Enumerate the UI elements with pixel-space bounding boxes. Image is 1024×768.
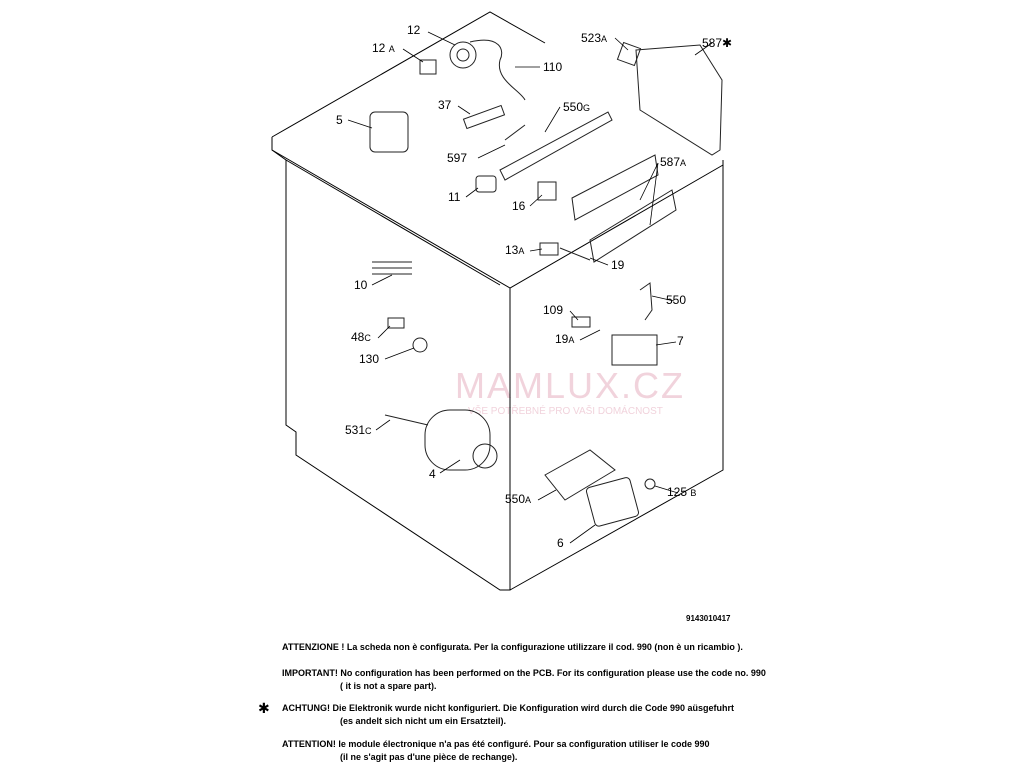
part-suffix: A <box>601 34 608 44</box>
part-label-110: 110 <box>543 60 563 74</box>
part-label-13a: 13A <box>505 243 524 257</box>
part-label-550: 550 <box>666 293 687 307</box>
part-label-12a: 12 A <box>372 41 395 55</box>
part-suffix: C <box>364 333 371 343</box>
part-label-11: 11 <box>448 190 461 204</box>
parts <box>369 39 723 527</box>
part-label-37: 37 <box>438 98 452 112</box>
part-label-597: 597 <box>447 151 468 165</box>
leader-lines <box>347 31 713 544</box>
note-italian: ATTENZIONE ! La scheda non è configurata… <box>282 642 743 652</box>
part-number: 531 <box>345 423 366 437</box>
part-label-12: 12 <box>407 23 421 37</box>
note-text: IMPORTANT! No configuration has been per… <box>282 668 766 678</box>
part-label-7: 7 <box>677 334 684 348</box>
part-label-531c: 531C <box>345 423 372 437</box>
part-label-19a: 19A <box>555 332 574 346</box>
watermark-subtitle: VŠE POTŘEBNÉ PRO VAŠI DOMÁCNOST <box>468 406 663 417</box>
part-label-19: 19 <box>611 258 625 272</box>
part-suffix: A <box>388 44 395 54</box>
note-german: ACHTUNG! Die Elektronik wurde nicht konf… <box>282 703 734 726</box>
part-number: 550 <box>505 492 526 506</box>
note-text-2: (es andelt sich nicht um ein Ersatzteil)… <box>340 716 507 726</box>
part-suffix: A <box>680 158 687 168</box>
part-suffix: G <box>583 103 591 113</box>
note-text: ATTENTION! le module électronique n'a pa… <box>282 739 710 749</box>
part-label-523a: 523A <box>581 31 607 45</box>
part-label-550g: 550G <box>563 100 590 114</box>
note-text-2: ( it is not a spare part). <box>340 681 437 691</box>
part-number: 523 <box>581 31 602 45</box>
part-suffix: B <box>690 488 697 498</box>
part-label-125b: 125 B <box>667 485 696 499</box>
note-french: ATTENTION! le module électronique n'a pa… <box>282 739 710 762</box>
part-label-109: 109 <box>543 303 564 317</box>
note-text: ACHTUNG! Die Elektronik wurde nicht konf… <box>282 703 735 713</box>
part-number: 587 <box>660 155 681 169</box>
part-label-6: 6 <box>557 536 564 550</box>
part-number: 19 <box>555 332 569 346</box>
part-label-4: 4 <box>429 467 436 481</box>
part-label-587-star: 587✱ <box>702 36 733 50</box>
part-suffix: A <box>568 335 575 345</box>
part-label-48c: 48C <box>351 330 371 344</box>
asterisk-marker: ✱ <box>258 700 270 716</box>
part-suffix: C <box>365 426 372 436</box>
note-text-2: (il ne s'agit pas d'une pièce de rechang… <box>340 752 518 762</box>
part-label-550a: 550A <box>505 492 531 506</box>
part-number: 125 <box>667 485 688 499</box>
part-number: 48 <box>351 330 365 344</box>
part-number: 13 <box>505 243 519 257</box>
drawing-code: 9143010417 <box>686 614 731 623</box>
note-english: IMPORTANT! No configuration has been per… <box>282 668 766 691</box>
part-label-130: 130 <box>359 352 380 366</box>
part-label-16: 16 <box>512 199 526 213</box>
part-suffix: A <box>518 246 525 256</box>
part-label-587a: 587A <box>660 155 686 169</box>
part-number: 12 <box>372 41 386 55</box>
part-label-10: 10 <box>354 278 368 292</box>
part-label-5: 5 <box>336 113 343 127</box>
cabinet-outline <box>271 11 724 591</box>
part-suffix: A <box>525 495 532 505</box>
watermark-title: MAMLUX.CZ <box>455 365 686 406</box>
part-number: 550 <box>563 100 584 114</box>
